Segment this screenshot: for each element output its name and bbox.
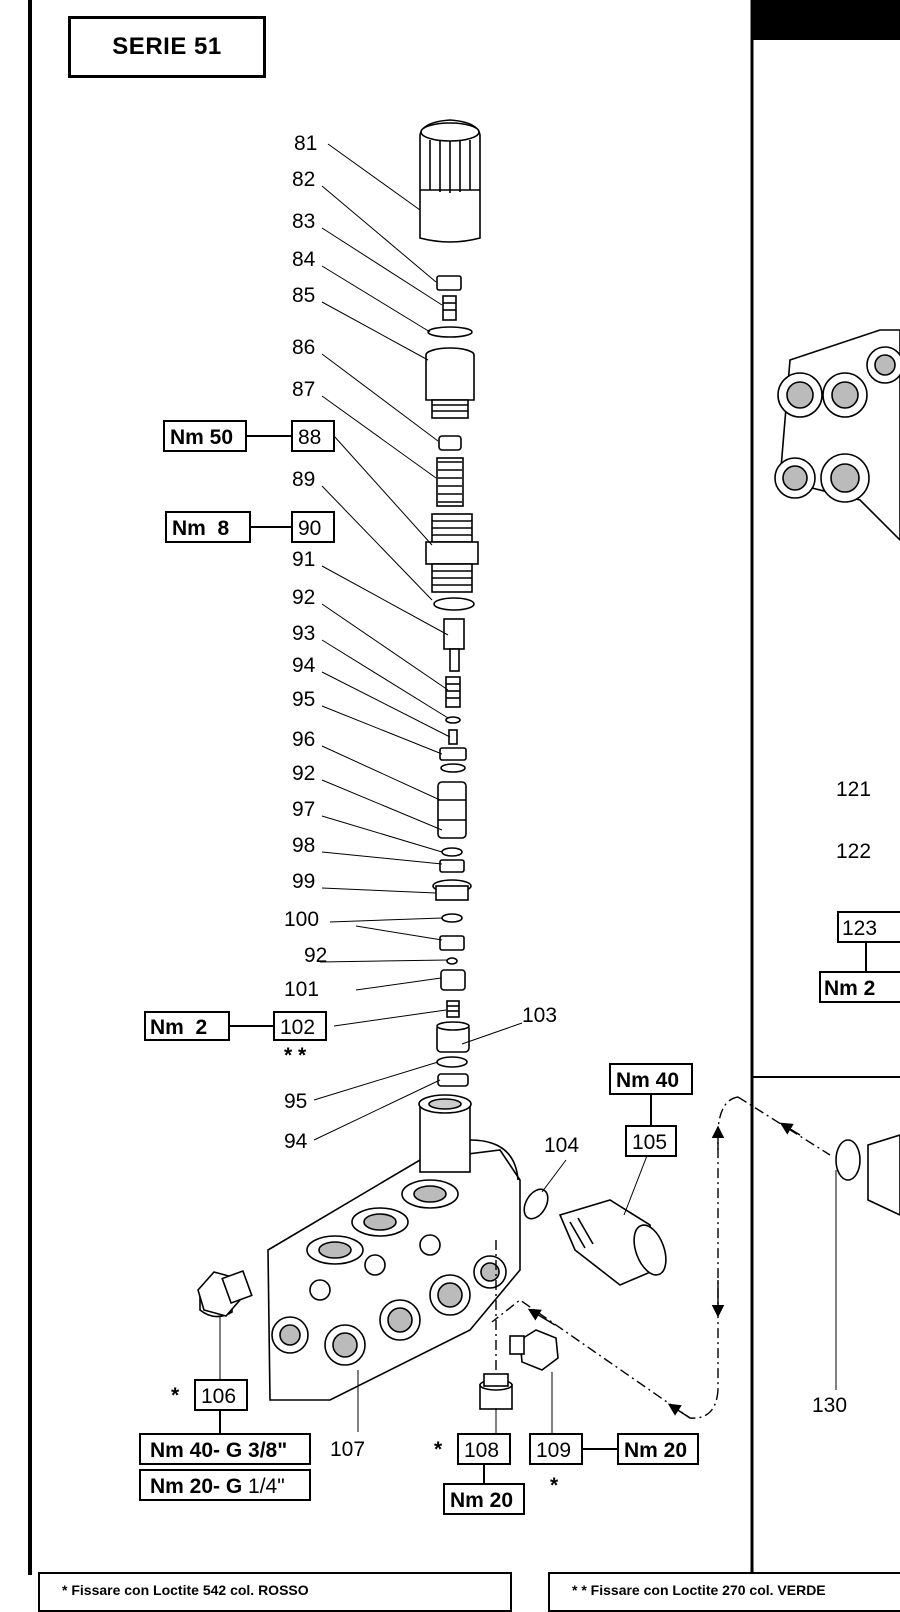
fitting-105-illustration: [523, 1188, 667, 1286]
frame-lines: [28, 0, 900, 1575]
loctite-542-marker-106: *: [171, 1384, 180, 1407]
torque-box-labels: 88 Nm 50 90 Nm 8 102 Nm 2 105 Nm 40 106 108 Nm 20 1…: [150, 426, 877, 1512]
plug-108-illustration: [479, 1373, 513, 1410]
leader-lines: [219, 143, 837, 1434]
plug-109-illustration: [509, 1329, 559, 1371]
callout-86: 86: [292, 336, 315, 359]
torque-106-g38: Nm 40- G 3/8": [150, 1439, 287, 1462]
torque-box-frames: [139, 420, 900, 1515]
loctite-542-marker-109: *: [550, 1474, 559, 1497]
box-number-109: 109: [536, 1439, 571, 1462]
callout-97: 97: [292, 798, 315, 821]
torque-value-108: Nm 20: [450, 1489, 513, 1512]
part-81-knob: [419, 119, 481, 243]
manifold-107-illustration: [267, 1094, 521, 1401]
callout-130: 130: [812, 1394, 847, 1417]
callout-96: 96: [292, 728, 315, 751]
right-panel-illustration: [774, 329, 900, 1216]
callout-103: 103: [522, 1004, 557, 1027]
callout-94a: 94: [292, 654, 316, 677]
callout-87: 87: [292, 378, 315, 401]
torque-106-g14: Nm 20- G 1/4": [150, 1475, 285, 1498]
callout-84: 84: [292, 248, 316, 271]
box-number-108: 108: [464, 1439, 499, 1462]
callout-89: 89: [292, 468, 315, 491]
torque-value-90: Nm 8: [172, 517, 230, 540]
callout-95b: 95: [284, 1090, 307, 1113]
callout-92b: 92: [292, 762, 315, 785]
flow-path: [491, 1096, 831, 1419]
callout-81: 81: [294, 132, 317, 155]
callout-94b: 94: [284, 1130, 308, 1153]
callout-82: 82: [292, 168, 315, 191]
loctite-270-marker-102: * *: [284, 1044, 307, 1067]
torque-value-88: Nm 50: [170, 426, 233, 449]
box-number-102: 102: [280, 1016, 315, 1039]
series-title: SERIE 51: [68, 16, 266, 78]
callout-99: 99: [292, 870, 315, 893]
torque-value-109: Nm 20: [624, 1439, 687, 1462]
note-loctite-270: * * Fissare con Loctite 270 col. VERDE: [548, 1572, 900, 1612]
torque-value-123: Nm 2: [824, 977, 875, 1000]
callout-122: 122: [836, 840, 871, 863]
box-number-88: 88: [298, 426, 321, 449]
callout-85: 85: [292, 284, 315, 307]
callout-92a: 92: [292, 586, 315, 609]
valve-stack-illustration: [419, 119, 481, 1087]
callout-91: 91: [292, 548, 315, 571]
callout-83: 83: [292, 210, 315, 233]
box-number-90: 90: [298, 517, 321, 540]
callout-92c: 92: [304, 944, 327, 967]
box-number-123: 123: [842, 917, 877, 940]
torque-value-102: Nm 2: [150, 1016, 207, 1039]
torque-value-105: Nm 40: [616, 1069, 679, 1092]
box-number-105: 105: [632, 1131, 667, 1154]
plug-106-illustration: [197, 1269, 253, 1318]
callout-98: 98: [292, 834, 315, 857]
note-loctite-542: * Fissare con Loctite 542 col. ROSSO: [38, 1572, 512, 1612]
callout-101: 101: [284, 978, 319, 1001]
callout-107: 107: [330, 1438, 365, 1461]
loctite-542-marker-108: *: [434, 1438, 443, 1461]
part-85-cap: [425, 347, 475, 419]
callout-100: 100: [284, 908, 319, 931]
part-88-body: [425, 513, 479, 593]
callout-93: 93: [292, 622, 315, 645]
callout-104: 104: [544, 1134, 579, 1157]
callout-95a: 95: [292, 688, 315, 711]
callout-labels: 81 82 83 84 85 86 87 89 91 92 93 94 95 96 92 97 98 99 100 9…: [284, 132, 871, 1461]
callout-121: 121: [836, 778, 871, 801]
box-number-106: 106: [201, 1385, 236, 1408]
